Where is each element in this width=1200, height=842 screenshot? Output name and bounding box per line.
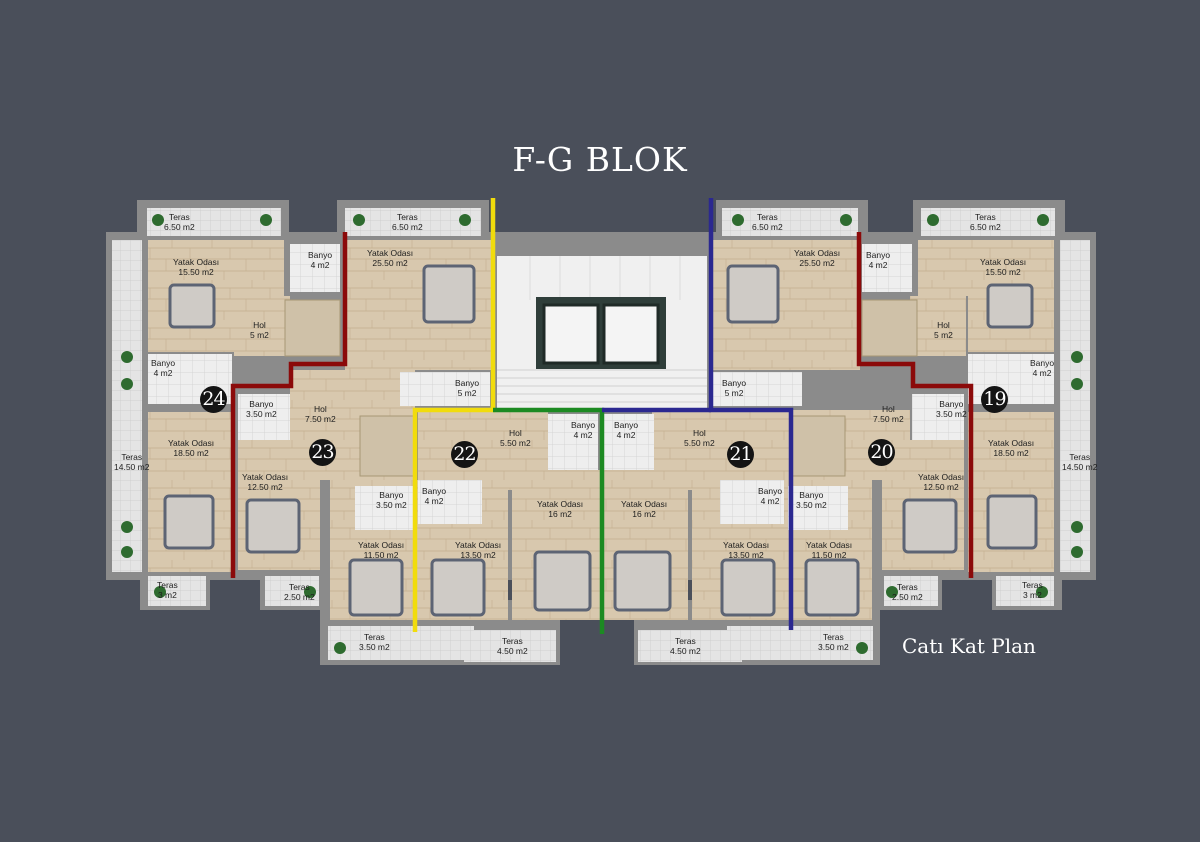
unit-number-23: 23 — [309, 439, 336, 466]
plan-subtitle: Catı Kat Plan — [902, 634, 1036, 658]
unit-number-21: 21 — [727, 441, 754, 468]
stair-core — [497, 256, 707, 408]
plants — [121, 214, 1083, 654]
unit-number-19: 19 — [981, 386, 1008, 413]
unit-number-20: 20 — [868, 439, 895, 466]
unit-number-24: 24 — [200, 386, 227, 413]
unit-dividers — [230, 198, 974, 634]
plan-title: F-G BLOK — [512, 140, 688, 179]
divider-red-right — [856, 232, 974, 578]
bathroom-floors — [148, 244, 1054, 530]
unit-number-22: 22 — [451, 441, 478, 468]
side-terraces — [112, 240, 1090, 572]
divider-yellow — [412, 198, 496, 632]
top-terraces — [147, 208, 1055, 236]
unit-stairs — [284, 299, 918, 477]
divider-blue — [708, 198, 794, 630]
beds — [163, 264, 1038, 617]
divider-red-left — [230, 232, 348, 578]
